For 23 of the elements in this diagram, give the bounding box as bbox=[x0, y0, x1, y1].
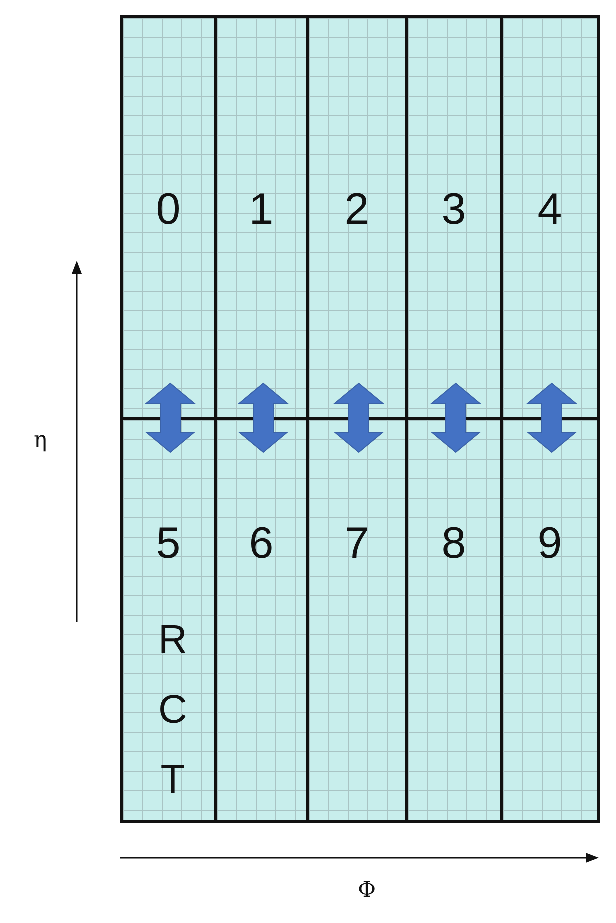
grid-cell bbox=[120, 15, 217, 420]
cell-number: 8 bbox=[442, 522, 466, 566]
axis-label: η bbox=[34, 428, 48, 453]
cell-number: 5 bbox=[156, 522, 181, 566]
double-arrow bbox=[526, 382, 578, 454]
cell-number: 1 bbox=[249, 188, 274, 232]
double-arrow bbox=[238, 382, 289, 454]
cell-number: 2 bbox=[344, 188, 370, 232]
cell-number: 7 bbox=[344, 522, 370, 566]
cell-number: 6 bbox=[249, 522, 274, 566]
grid-cell bbox=[306, 15, 408, 420]
cell-label: R C T bbox=[158, 616, 188, 804]
cell-number: 9 bbox=[538, 522, 562, 566]
double-arrow bbox=[334, 382, 384, 454]
axis-label: Φ bbox=[358, 878, 376, 903]
cell-number: 4 bbox=[538, 188, 562, 232]
double-arrow bbox=[145, 382, 196, 454]
grid-cell bbox=[405, 15, 503, 420]
cell-number: 3 bbox=[442, 188, 466, 232]
double-arrow bbox=[430, 382, 482, 454]
cell-number: 0 bbox=[156, 188, 181, 232]
grid-cell bbox=[214, 15, 309, 420]
grid-cell bbox=[500, 15, 600, 420]
